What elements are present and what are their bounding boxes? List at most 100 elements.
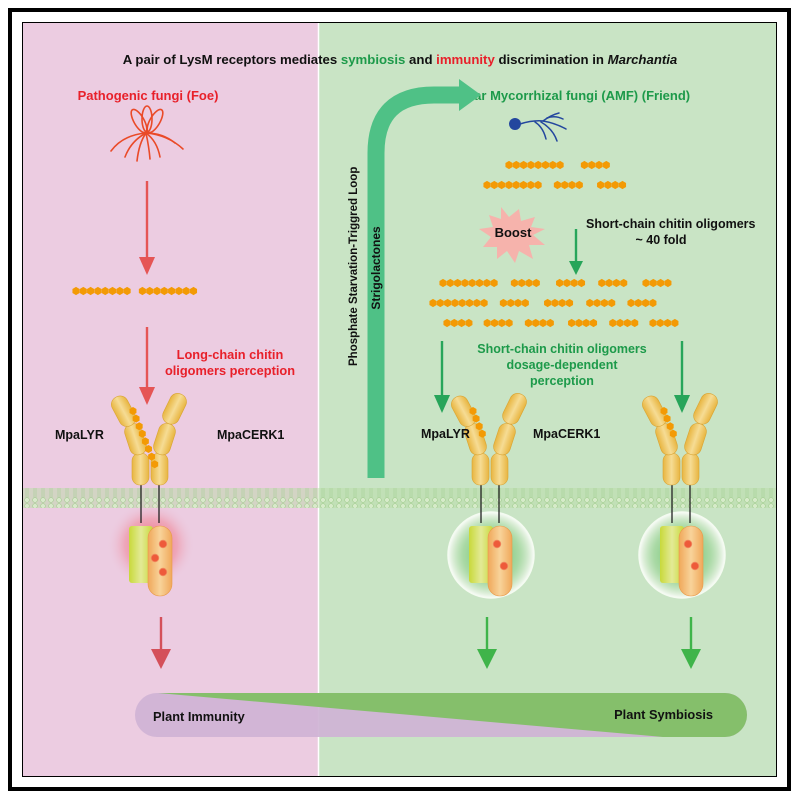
- chitin-monomer: [483, 318, 491, 328]
- dosage-perception-line1: Short-chain chitin oligomers: [477, 342, 647, 356]
- chitin-monomer: [620, 278, 628, 288]
- chitin-chain: [556, 278, 586, 288]
- chitin-monomer: [175, 286, 183, 296]
- chitin-monomer: [532, 318, 540, 328]
- short-chain-chitin-oligomers-basal: [483, 160, 627, 190]
- chitin-monomer: [657, 278, 665, 288]
- chitin-monomer: [534, 180, 542, 190]
- chitin-monomer: [660, 407, 668, 415]
- chitin-chain: [580, 160, 610, 170]
- chitin-chain: [483, 180, 542, 190]
- chitin-monomer: [521, 298, 529, 308]
- symbiosis-wedge: [158, 693, 747, 737]
- chitin-monomer: [642, 298, 650, 308]
- chitin-monomer: [532, 278, 540, 288]
- chitin-monomer: [145, 445, 152, 453]
- chitin-monomer: [465, 318, 473, 328]
- bound-chitin-ligand: [129, 407, 159, 469]
- chitin-monomer: [570, 278, 578, 288]
- chitin-monomer: [469, 407, 477, 415]
- chitin-monomer: [490, 180, 498, 190]
- chitin-monomer: [649, 278, 657, 288]
- chitin-monomer: [631, 318, 639, 328]
- chitin-monomer: [141, 437, 149, 446]
- mpalyr-kinase-domain: [469, 526, 493, 583]
- chitin-monomer: [666, 422, 674, 431]
- perception-arrow-left: [434, 341, 450, 413]
- phosphorylation-site-icon: [150, 553, 160, 563]
- chitin-chain: [524, 318, 554, 328]
- chitin-monomer: [664, 278, 672, 288]
- chitin-monomer: [553, 180, 561, 190]
- chitin-monomer: [563, 278, 571, 288]
- chitin-monomer: [490, 278, 498, 288]
- chitin-monomer: [429, 298, 437, 308]
- chitin-monomer: [527, 180, 535, 190]
- chitin-monomer: [586, 298, 594, 308]
- chitin-monomer: [483, 180, 491, 190]
- lysm-receptor-complex: [638, 393, 726, 599]
- phosphorylation-site-icon: [158, 539, 168, 549]
- fold-label-line1: Short-chain chitin oligomers: [586, 217, 756, 231]
- phosphate-loop-label: Phosphate Starvation-Triggred Loop: [348, 167, 360, 366]
- long-chain-chitin-oligomers: [72, 286, 198, 296]
- chitin-monomer: [168, 286, 176, 296]
- chitin-monomer: [616, 318, 624, 328]
- chitin-monomer: [588, 160, 596, 170]
- chitin-monomer: [612, 278, 620, 288]
- mpalyr-ectodomain: [111, 395, 150, 486]
- amf-fungus-icon: [509, 112, 567, 142]
- chitin-monomer: [649, 318, 657, 328]
- chitin-monomer: [108, 286, 117, 296]
- long-chain-perception-label-line2: oligomers perception: [165, 363, 295, 378]
- chitin-chain: [568, 318, 598, 328]
- chitin-monomer: [443, 318, 451, 328]
- chitin-monomer: [473, 298, 481, 308]
- chitin-chain: [499, 298, 529, 308]
- phosphorylation-site-icon: [499, 561, 509, 571]
- chitin-monomer: [450, 318, 458, 328]
- chitin-chain: [642, 278, 672, 288]
- chitin-monomer: [634, 298, 642, 308]
- chitin-monomer: [527, 160, 535, 170]
- phosphorylation-site-icon: [683, 539, 693, 549]
- chitin-monomer: [544, 298, 552, 308]
- chitin-monomer: [135, 422, 143, 431]
- chitin-monomer: [446, 278, 454, 288]
- chitin-monomer: [600, 298, 608, 308]
- chitin-monomer: [582, 318, 590, 328]
- chitin-monomer: [568, 180, 576, 190]
- chitin-monomer: [602, 160, 610, 170]
- right-mpacerk1-label: MpaCERK1: [533, 427, 600, 441]
- chitin-monomer: [512, 180, 520, 190]
- fold-label-line2: ~ 40 fold: [635, 233, 686, 247]
- phosphorylation-site-icon: [690, 561, 700, 571]
- chitin-monomer: [439, 278, 447, 288]
- title-and: and: [405, 52, 436, 67]
- plant-symbiosis-label: Plant Symbiosis: [614, 707, 713, 722]
- strigolactones-loop-arrow: [367, 79, 481, 478]
- mpacerk1-kinase-domain: [147, 525, 173, 597]
- chitin-monomer: [87, 286, 95, 296]
- chitin-monomer: [539, 318, 547, 328]
- symbiosis-signal-arrow-1: [477, 617, 497, 669]
- chitin-monomer: [597, 180, 605, 190]
- chitin-monomer: [595, 160, 603, 170]
- chitin-monomer: [669, 429, 677, 438]
- chitin-monomer: [123, 286, 131, 296]
- chitin-monomer: [148, 452, 156, 461]
- chitin-monomer: [465, 298, 474, 308]
- chitin-monomer: [580, 160, 588, 170]
- chitin-monomer: [505, 318, 513, 328]
- chitin-monomer: [451, 298, 459, 308]
- chitin-chain: [597, 180, 627, 190]
- mpacerk1-kinase-domain: [678, 525, 704, 597]
- mpacerk1-ectodomain: [681, 393, 718, 486]
- chitin-monomer: [151, 460, 159, 469]
- chitin-monomer: [138, 429, 146, 438]
- mpacerk1-kinase-domain: [487, 525, 513, 597]
- bound-chitin-ligand: [469, 407, 486, 438]
- phosphorylation-site-icon: [158, 567, 168, 577]
- boost-starburst-icon: Boost: [479, 207, 545, 263]
- chitin-monomer: [649, 298, 657, 308]
